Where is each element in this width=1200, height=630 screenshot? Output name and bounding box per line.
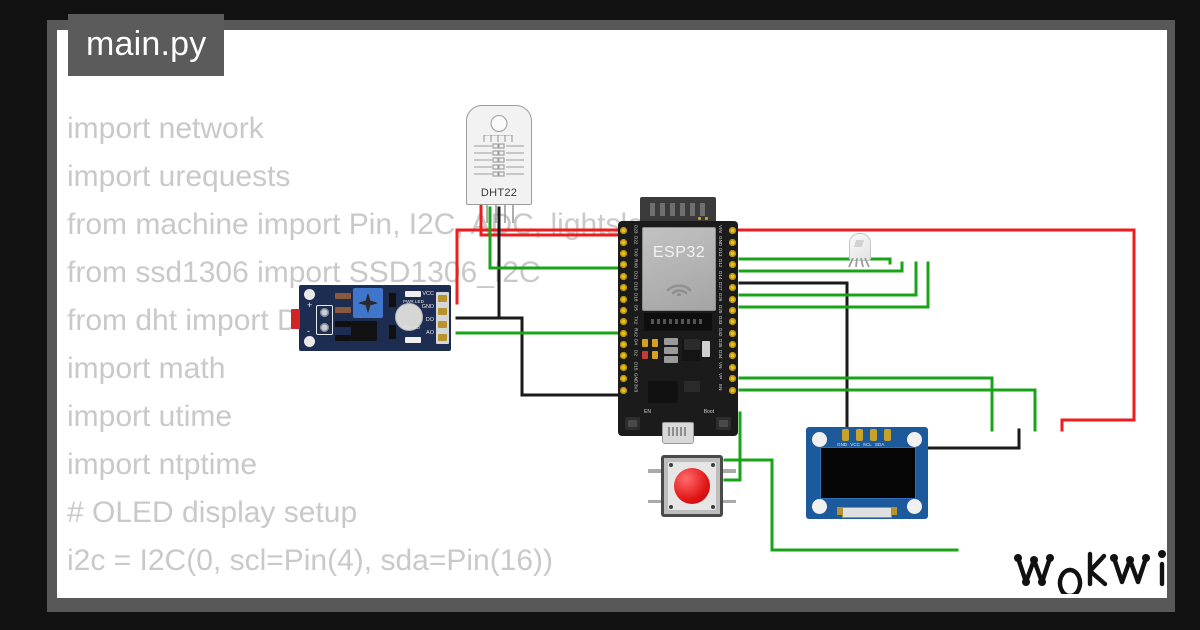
ldr-mount-hole <box>304 289 315 300</box>
part-esp32[interactable]: ESP32 <box>618 197 738 444</box>
ldr-comparator-ic <box>351 321 377 341</box>
ldr-resistor <box>335 293 351 299</box>
ldr-resistor <box>335 335 351 341</box>
ldr-pin-label-gnd: GND <box>421 304 434 310</box>
part-dht22[interactable]: DHT22 <box>466 105 532 223</box>
ldr-terminal-screw <box>319 323 329 332</box>
pushbutton-corner-pin <box>669 463 673 467</box>
ldr-resistor <box>335 321 351 327</box>
oled-pin-labels: GND VCC SCL SDA <box>837 442 884 447</box>
ldr-minus-label: - <box>307 326 310 336</box>
pushbutton-leg <box>723 499 736 503</box>
esp32-boot-label: Boot <box>703 409 714 415</box>
ldr-pin-label-ao: AO <box>426 330 434 336</box>
part-rgb-led[interactable] <box>846 233 872 269</box>
ldr-resistor <box>335 307 351 313</box>
oled-pin-label-vcc: VCC <box>850 442 860 447</box>
file-tab-main-py[interactable]: main.py <box>68 14 225 76</box>
oled-mount-hole <box>812 499 827 514</box>
part-ldr-module[interactable]: + - PWR LED DO LED VCC GND DO <box>291 285 451 351</box>
esp32-micro-usb-port[interactable] <box>662 422 694 444</box>
ldr-pin-label-do: DO <box>425 317 434 323</box>
ldr-resistor <box>389 293 396 307</box>
oled-pin-header[interactable] <box>842 429 891 441</box>
part-oled-display[interactable]: GND VCC SCL SDA <box>806 427 928 519</box>
pushbutton-leg <box>648 499 661 503</box>
pushbutton-leg <box>648 469 661 473</box>
esp32-silkscreen-label: ESP32 <box>652 244 706 261</box>
dht22-legs-icon <box>486 205 514 223</box>
pushbutton-corner-pin <box>711 463 715 467</box>
ldr-plus-label: + <box>307 300 313 310</box>
pushbutton-leg <box>723 469 736 473</box>
diagram-canvas[interactable]: import network import urequests from mac… <box>57 30 1167 598</box>
oled-mount-hole <box>907 432 922 447</box>
esp32-rf-shield: ESP32 <box>642 227 716 311</box>
ldr-led <box>405 337 421 343</box>
dht22-grille-icon <box>474 135 524 177</box>
esp32-boot-button[interactable] <box>716 417 731 430</box>
wokwi-logo <box>1014 550 1166 594</box>
oled-pin-label-scl: SCL <box>862 442 872 447</box>
ldr-terminal-screw <box>319 308 329 317</box>
pushbutton-cap[interactable] <box>674 468 710 504</box>
esp32-right-pin-row[interactable]: VIN GND D13 D12 D14 D27 D26 D25 D33 D32 … <box>620 225 736 396</box>
wifi-icon <box>666 284 692 296</box>
ldr-pin-label-vcc: VCC <box>422 291 434 297</box>
ldr-do-led-label: DO LED <box>403 325 421 330</box>
ldr-pin-header[interactable] <box>436 292 449 344</box>
ldr-capacitor <box>395 303 423 331</box>
esp32-en-button[interactable] <box>625 417 640 430</box>
pushbutton-corner-pin <box>711 505 715 509</box>
esp32-usb-uart-ic <box>648 381 678 403</box>
rgb-led-legs-icon <box>848 258 870 268</box>
esp32-chip-strip <box>644 313 712 331</box>
esp32-left-pin-row[interactable]: D23 D22 TX0 RX0 D21 D19 D18 D5 TX2 RX2 D… <box>620 225 736 396</box>
oled-screen <box>820 447 916 499</box>
oled-mount-hole <box>812 432 827 447</box>
rgb-led-dome <box>849 233 871 261</box>
ldr-photoresistor-icon <box>291 309 300 329</box>
ldr-trimpot[interactable] <box>353 288 383 318</box>
ldr-mount-hole <box>304 336 315 347</box>
ldr-resistor <box>389 325 396 339</box>
oled-pin-label-gnd: GND <box>837 442 848 447</box>
ldr-pwr-led-label: PWR LED <box>403 299 424 304</box>
esp32-antenna <box>640 197 716 223</box>
oled-pin-label-sda: SDA <box>874 442 885 447</box>
dht22-label: DHT22 <box>480 187 518 199</box>
pushbutton-corner-pin <box>669 505 673 509</box>
wiring-layer <box>455 203 1136 552</box>
part-pushbutton[interactable] <box>648 455 736 517</box>
esp32-en-label: EN <box>644 409 651 415</box>
ldr-screw-terminal[interactable] <box>316 305 333 335</box>
dht22-mount-hole <box>490 115 508 132</box>
oled-flex-connector <box>837 507 897 518</box>
oled-mount-hole <box>907 499 922 514</box>
ldr-led <box>405 291 421 297</box>
